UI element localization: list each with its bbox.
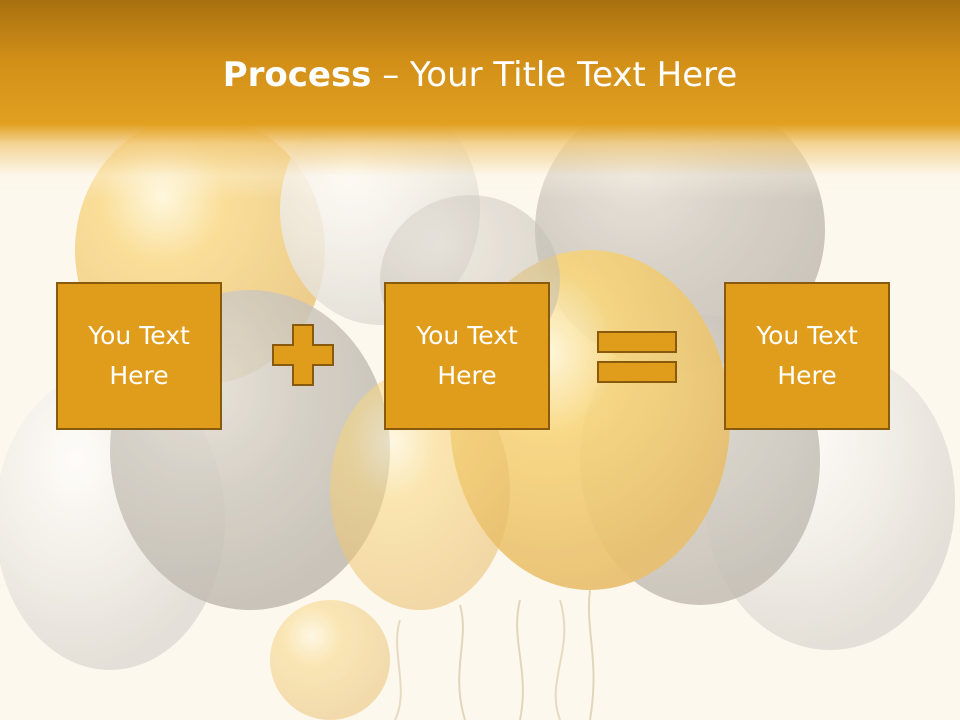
title-bold-text: Process [222, 55, 372, 95]
process-box-1[interactable]: You Text Here [56, 282, 222, 430]
process-box-3-text: You Text Here [756, 321, 858, 390]
process-box-1-text: You Text Here [88, 321, 190, 390]
equals-icon [597, 331, 677, 383]
plus-icon [272, 324, 334, 386]
process-box-3[interactable]: You Text Here [724, 282, 890, 430]
slide-title[interactable]: Process – Your Title Text Here [0, 52, 960, 98]
title-rest-text: – Your Title Text Here [371, 55, 738, 95]
process-box-2-text: You Text Here [416, 321, 518, 390]
title-band [0, 0, 960, 200]
process-box-2[interactable]: You Text Here [384, 282, 550, 430]
